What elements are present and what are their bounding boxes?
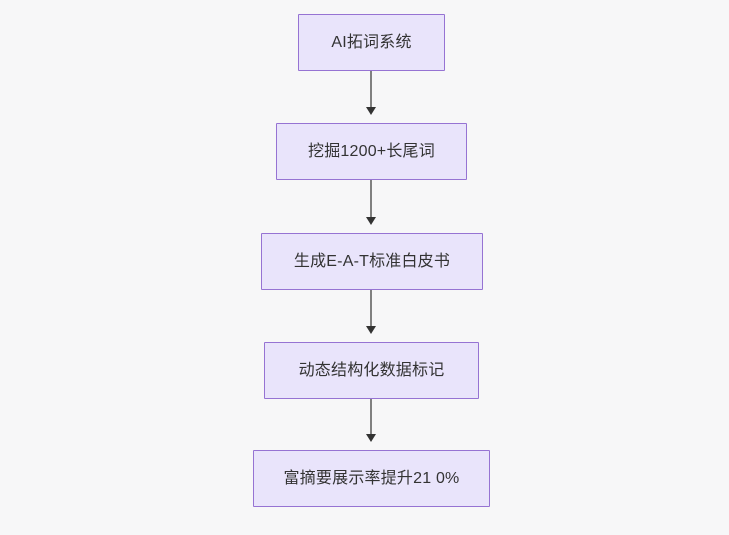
arrow-down-icon	[366, 107, 376, 115]
flow-node-label: AI拓词系统	[331, 33, 412, 51]
flow-node-dynamic-structured-data-markup[interactable]: 动态结构化数据标记	[264, 342, 479, 399]
flow-node-label: 富摘要展示率提升21 0%	[283, 469, 460, 487]
edge-line	[370, 71, 372, 108]
flow-node-mine-longtail-keywords[interactable]: 挖掘1200+长尾词	[276, 123, 467, 180]
arrow-down-icon	[366, 217, 376, 225]
edge-line	[370, 290, 372, 327]
flow-node-label: 动态结构化数据标记	[298, 361, 445, 379]
flow-node-label: 生成E-A-T标准白皮书	[293, 252, 451, 270]
edge-line	[370, 180, 372, 218]
edge-line	[370, 399, 372, 435]
arrow-down-icon	[366, 326, 376, 334]
flow-node-generate-eat-whitepaper[interactable]: 生成E-A-T标准白皮书	[261, 233, 483, 290]
flow-node-ai-keyword-system[interactable]: AI拓词系统	[298, 14, 445, 71]
flow-node-rich-snippet-rate-increase[interactable]: 富摘要展示率提升21 0%	[253, 450, 490, 507]
arrow-down-icon	[366, 434, 376, 442]
flow-node-label: 挖掘1200+长尾词	[308, 142, 435, 160]
